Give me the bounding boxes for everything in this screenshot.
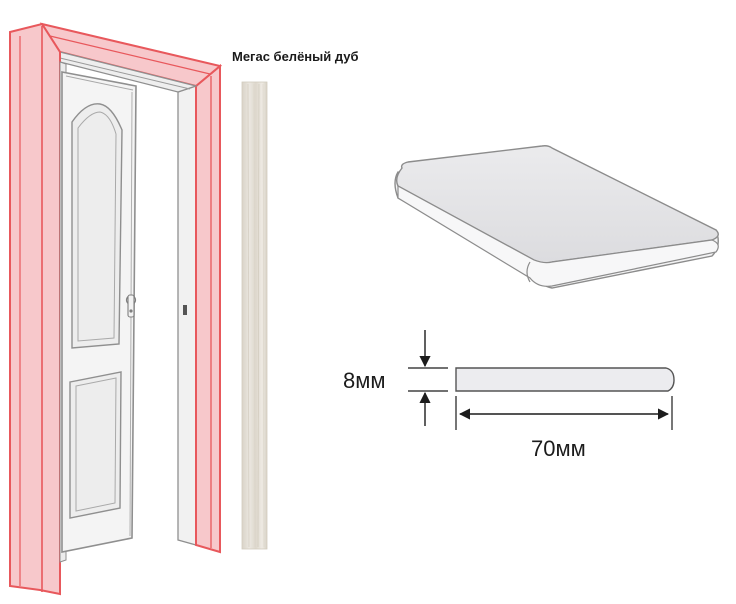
product-name-label: Мегас белёный дуб [232,49,359,64]
thickness-dimension-label: 8мм [343,368,386,393]
wood-texture-swatch [241,81,268,550]
door-handle-icon [125,294,137,318]
width-dimension-label: 70мм [531,436,586,461]
cross-section-profile: 8мм 70мм [343,330,675,461]
trim-board-3d [394,145,719,289]
door-frame-illustration [9,22,223,596]
